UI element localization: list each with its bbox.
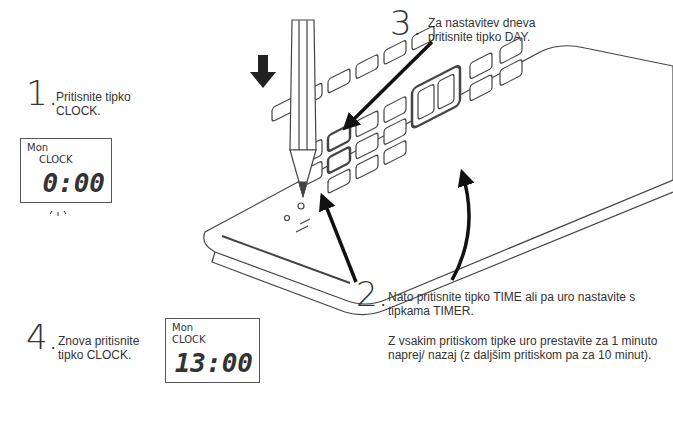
- step-text: Nato pritisnite tipko TIME ali pa uro na…: [388, 290, 658, 318]
- lcd-display: MonCLOCK 0:00: [20, 138, 112, 203]
- time-digits: 0:00: [27, 168, 105, 198]
- pencil: [290, 20, 316, 196]
- step-number: 1.: [26, 76, 58, 110]
- pointer-arrows: [322, 42, 469, 282]
- remote-body: [204, 46, 673, 315]
- time-digits: 13:00: [172, 348, 253, 378]
- step-number: 3.: [390, 6, 422, 40]
- press-arrow: [250, 55, 276, 88]
- display-text: Mon: [27, 142, 105, 154]
- step-number: 2.: [356, 277, 388, 311]
- step-text: Za nastavitev dneva pritisnite tipko DAY…: [428, 16, 568, 44]
- display-text: CLOCK: [39, 154, 105, 166]
- step-text: Z vsakim pritiskom tipke uro prestavite …: [388, 334, 658, 362]
- step-text: Znova pritisnite tipko CLOCK.: [58, 334, 158, 362]
- lcd-display: MonCLOCK 13:00: [165, 318, 260, 383]
- display-text: CLOCK: [172, 334, 253, 346]
- step-text: Pritisnite tipko CLOCK.: [56, 90, 166, 118]
- display-text: Mon: [172, 322, 253, 334]
- step-number: 4.: [26, 320, 58, 354]
